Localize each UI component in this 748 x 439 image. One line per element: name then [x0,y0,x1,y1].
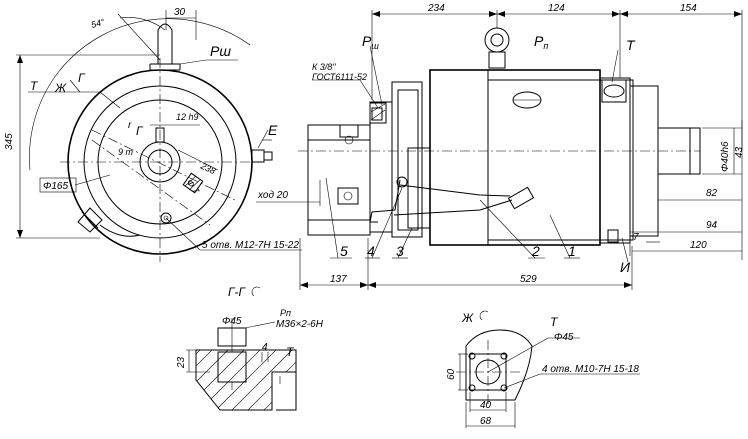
dim-137: 137 [330,274,347,285]
dim-30: 30 [174,7,186,18]
callout-1: 1 [568,243,576,259]
label-zh-holes: 4 отв. М10-7Н 15-18 [542,364,639,375]
label-zh-title: Ж [461,311,474,325]
label-thread-2: ГОСТ6111-52 [312,72,367,82]
dim-68: 68 [480,416,492,427]
label-g-left: Г [78,71,86,85]
label-p-sh: Рш [210,43,231,59]
label-t-top: Т [626,37,636,53]
section-g-g [186,286,297,411]
callout-2: 2 [531,243,540,259]
label-i: И [620,259,631,275]
callout-5: 5 [340,243,348,259]
side-view [256,10,743,290]
dim-7: 7 [633,232,639,243]
dim-9t: 9 т [118,147,134,157]
dim-4: 4 [262,342,268,353]
dim-345: 345 [4,133,15,150]
callout-4: 4 [367,243,375,259]
dim-154: 154 [680,3,697,14]
label-zh-left: Ж [54,81,67,95]
label-e: Е [268,122,278,138]
dim-234: 234 [427,3,445,14]
end-view [16,10,302,262]
label-t-left: Т [30,79,39,93]
dim-r: r [128,120,132,131]
callout-3: 3 [396,243,404,259]
dim-94: 94 [706,220,718,231]
label-zh-phi45: Φ45 [554,332,574,343]
dim-phi7: Φ 7 [184,177,201,196]
dim-124: 124 [548,3,565,14]
dim-82: 82 [706,188,718,199]
label-p-top-left: Рш [362,33,379,51]
dim-238: 238 [198,160,217,176]
label-shaft-dia: Φ40h6 [720,141,731,172]
dim-529: 529 [520,274,537,285]
label-p-top-mid: Рп [534,33,548,51]
label-thread-1: К 3/8" [312,62,336,72]
dim-23: 23 [176,356,187,369]
dim-12h9: 12 h9 [176,112,199,122]
label-g-mid: Г [136,124,144,138]
dim-angle-54: 54° [90,17,106,30]
label-zh-t: Т [550,315,559,329]
label-sect-thread: М36×2-6Н [276,319,324,330]
dim-40: 40 [480,400,492,411]
label-sect-t: Т [286,345,295,359]
dim-120: 120 [690,240,707,251]
label-sect-gg: Г-Г [228,285,247,299]
dim-60: 60 [446,368,457,380]
dim-43: 43 [734,146,745,158]
label-sect-phi45: Φ45 [222,316,242,327]
view-zh [456,310,640,428]
label-phi165: Φ165 [43,181,68,192]
label-sect-pn: Рп [280,308,291,318]
label-xod-20: ход 20 [257,190,288,201]
label-holes-5: 5 отв. М12-7Н 15-22 [202,240,299,251]
